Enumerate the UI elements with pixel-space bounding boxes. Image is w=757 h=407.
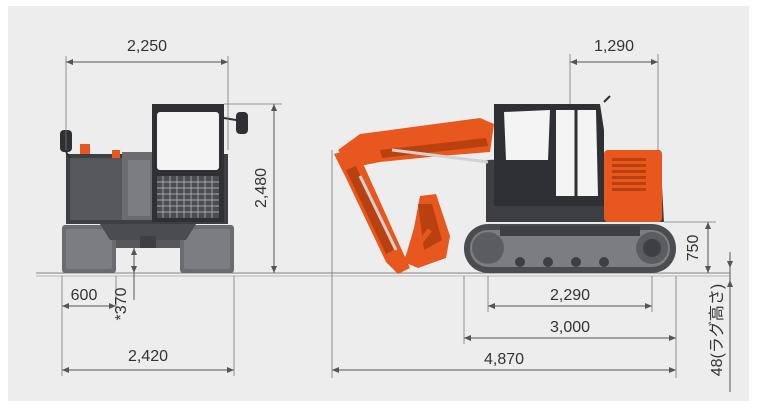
dim-tail-radius: 1,290 (594, 38, 634, 55)
dim-front-top-width: 2,250 (127, 38, 167, 55)
idler-wheel (472, 232, 504, 264)
track-rollers (515, 257, 609, 267)
dim-track-width: 600 (71, 287, 98, 304)
cab-window (157, 112, 219, 170)
dim-ground-clearance: *370 (113, 287, 130, 320)
boom (338, 118, 494, 168)
dim-counterweight-clearance: 750 (685, 235, 702, 262)
dim-grouser-height: 48(ラグ高さ) (708, 284, 726, 376)
side-view-excavator (334, 95, 676, 274)
front-view-dimensions: 2,250 2,480 600 *370 2,420 (61, 38, 282, 376)
side-view-dimensions: 1,290 750 48(ラグ高さ) 2,290 3,000 4,870 (331, 38, 733, 392)
counterweight-vents (612, 158, 646, 191)
counterweight (604, 150, 662, 222)
boom-cylinder (391, 148, 489, 164)
dim-overall-length: 4,870 (484, 351, 524, 368)
dim-track-length: 3,000 (550, 319, 590, 336)
right-mirror (236, 112, 248, 134)
side-cab-front-window (504, 110, 550, 160)
bucket-link (402, 228, 432, 264)
dim-tumbler-distance: 2,290 (550, 287, 590, 304)
arm-cylinder (358, 175, 398, 251)
front-view-excavator (60, 104, 248, 273)
dim-overall-width: 2,420 (128, 348, 168, 365)
dim-front-height: 2,480 (253, 168, 270, 208)
cab-guard-grid (157, 176, 219, 218)
